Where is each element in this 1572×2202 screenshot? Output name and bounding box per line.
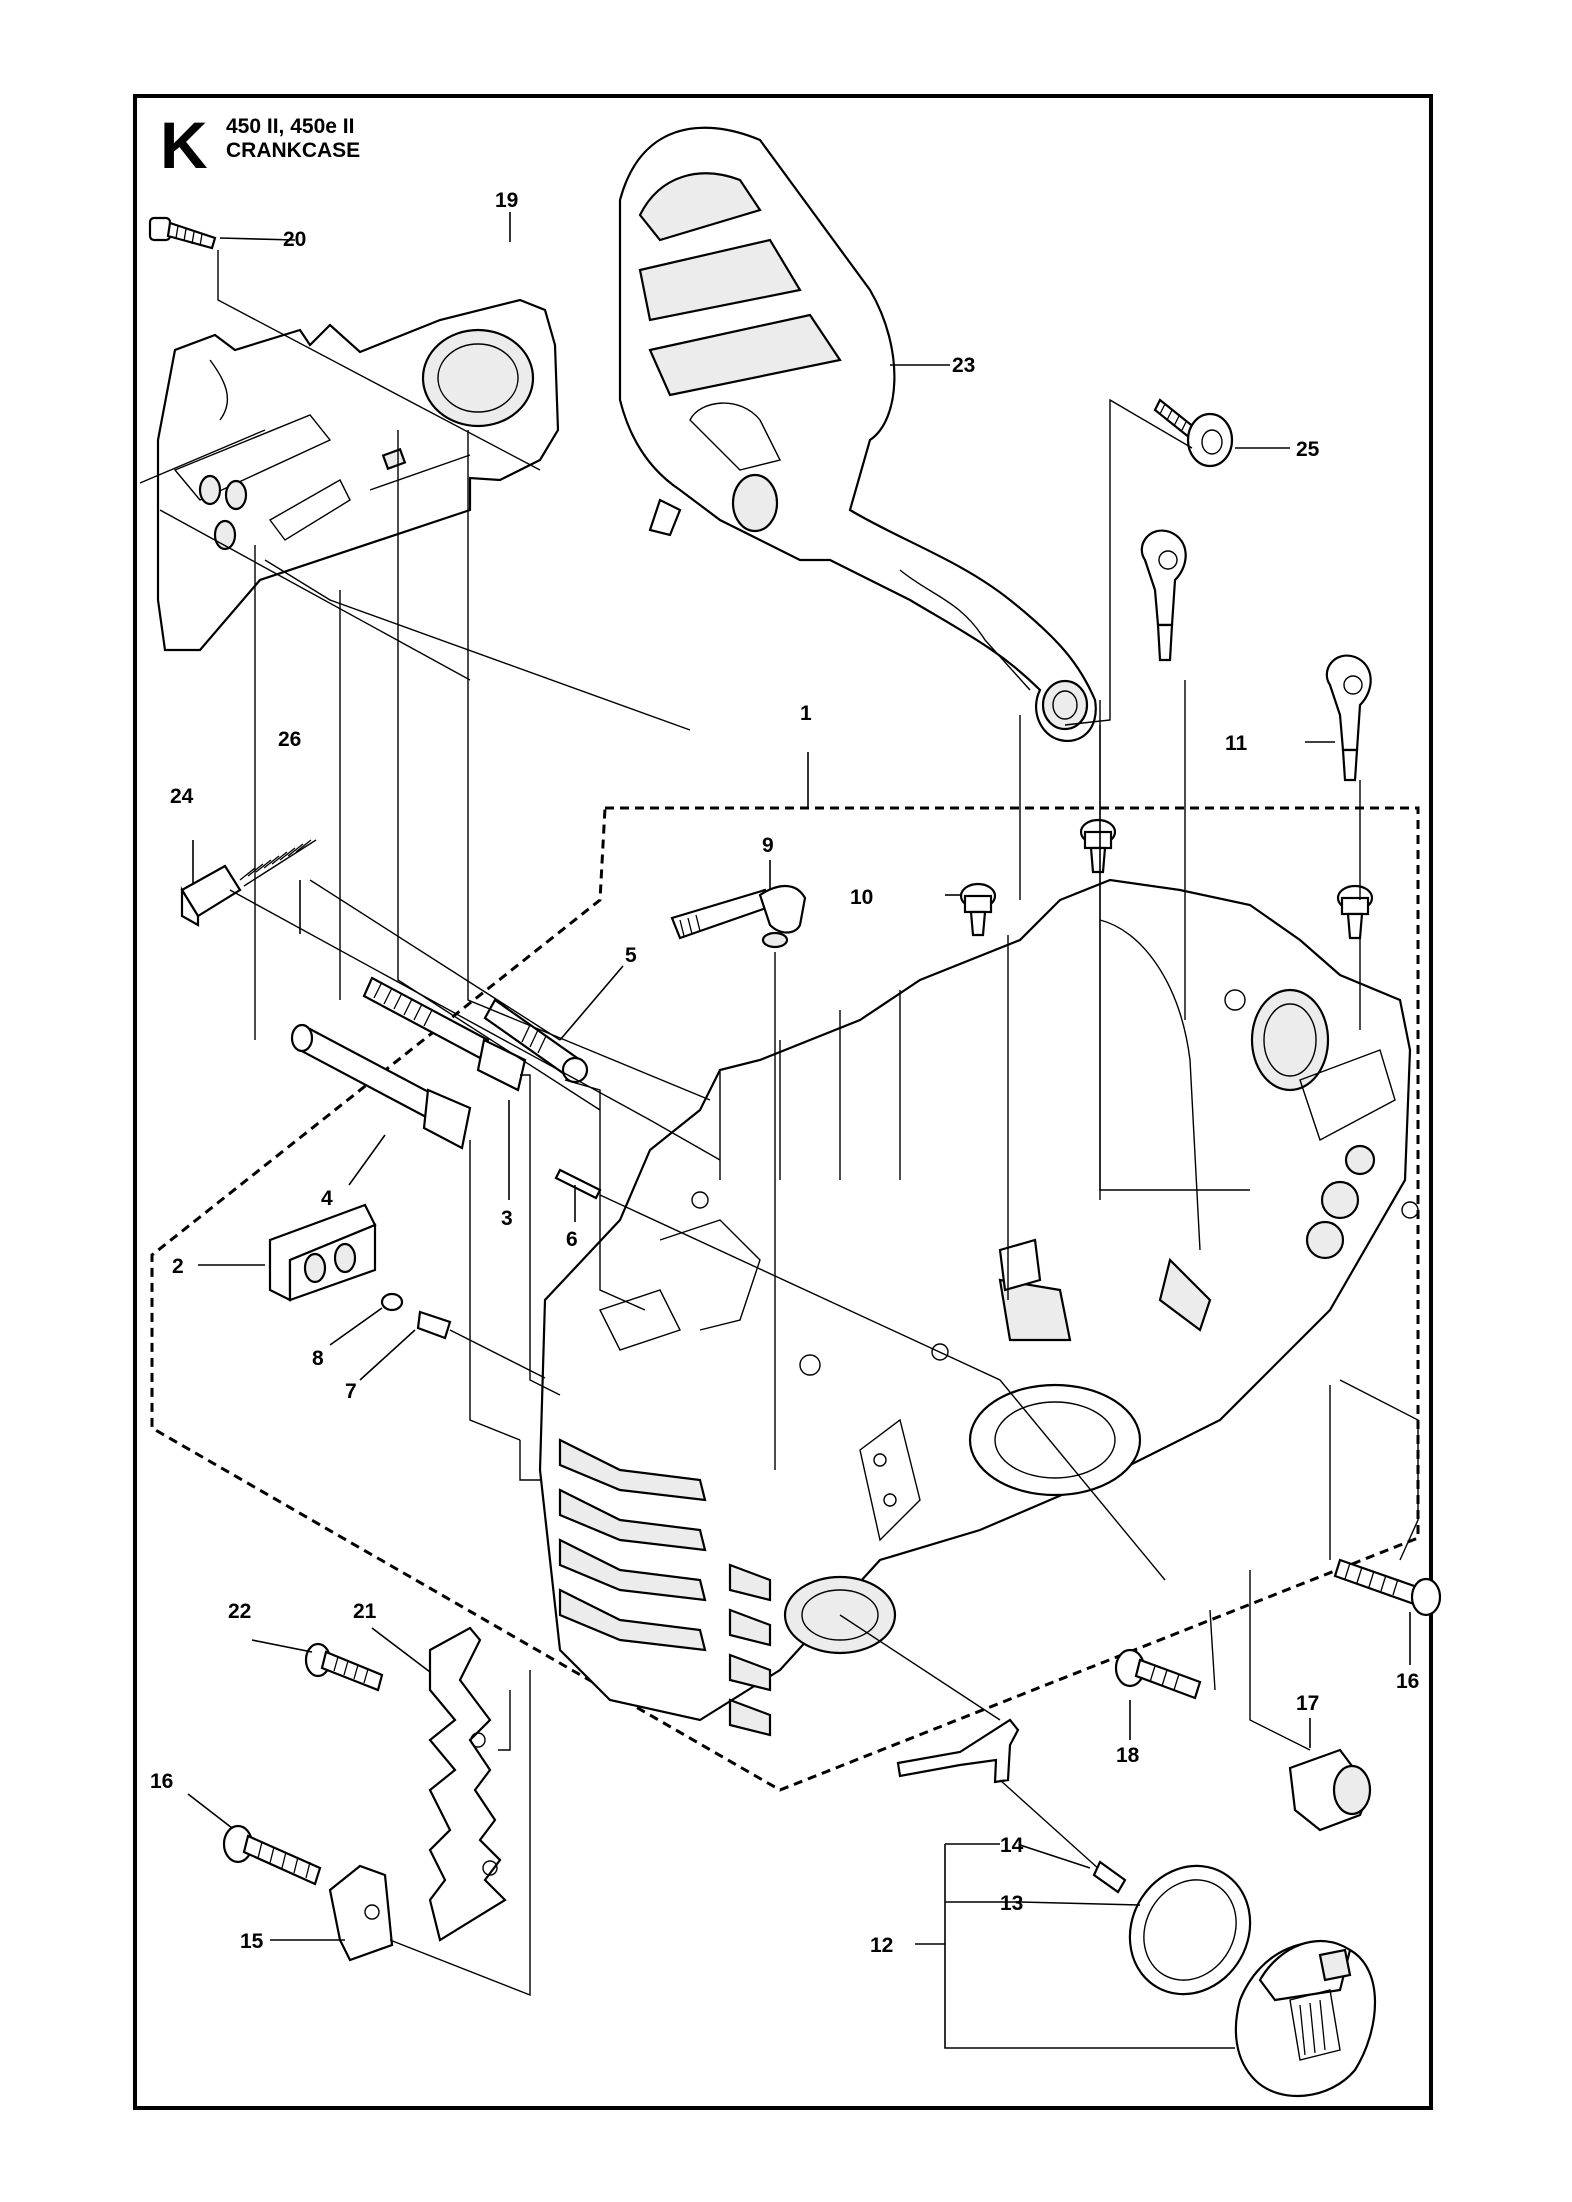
callout-2: 2 [172, 1255, 184, 1278]
part-21-bumper-spike [428, 1626, 507, 1942]
part-16-bolt-left [222, 1824, 322, 1886]
part-13-seal [1128, 1864, 1252, 1996]
callout-25: 25 [1296, 438, 1320, 461]
part-18-bolt [1114, 1648, 1202, 1700]
callout-5: 5 [625, 944, 637, 967]
callout-23: 23 [952, 354, 975, 377]
callout-4: 4 [321, 1187, 333, 1210]
part-8-nut [380, 1292, 404, 1312]
part-16-bolt-right [1333, 1558, 1442, 1617]
part-10-bolt-second [1079, 818, 1117, 874]
part-23-handle-guard [618, 126, 1097, 743]
callout-16-right: 16 [1396, 1670, 1419, 1693]
part-19-side-plate [156, 298, 560, 652]
callout-labels: 1 2 3 4 5 6 7 8 9 10 11 12 13 14 15 16 1… [150, 189, 1419, 1957]
callout-13: 13 [1000, 1892, 1023, 1915]
part-6-dowel [554, 1168, 602, 1200]
callout-19: 19 [495, 189, 518, 212]
part-22-bolt [304, 1642, 384, 1692]
callout-16-left: 16 [150, 1770, 173, 1793]
callout-8: 8 [312, 1347, 324, 1370]
part-4-pin [290, 1023, 472, 1150]
part-15-plate [328, 1864, 394, 1962]
part-14-suction-pipe [896, 1718, 1127, 1894]
part-11-cable-holder-lower [1325, 654, 1372, 782]
part-11-cable-holder-upper [1140, 529, 1187, 662]
callout-14: 14 [1000, 1834, 1024, 1857]
callout-11: 11 [1225, 732, 1248, 755]
callout-20: 20 [283, 228, 306, 251]
part-20-screw [148, 216, 217, 250]
callout-9: 9 [762, 834, 774, 857]
callout-7: 7 [345, 1380, 357, 1403]
callout-6: 6 [566, 1228, 578, 1251]
part-3-stud [362, 976, 527, 1092]
part-10-bolt-third [1336, 884, 1374, 940]
callout-10: 10 [850, 886, 873, 909]
callout-26: 26 [278, 728, 301, 751]
part-12-oil-cap [1234, 1940, 1376, 2098]
part-24-block [180, 864, 242, 927]
callout-15: 15 [240, 1930, 264, 1953]
crankcase-body [538, 878, 1419, 1737]
callout-1: 1 [800, 702, 812, 725]
diagram-frame [133, 94, 1433, 2110]
callout-22: 22 [228, 1600, 251, 1623]
part-17-plug [1288, 1748, 1372, 1832]
model-title: 450 II, 450e II [226, 115, 355, 138]
leader-lines [139, 212, 1419, 2049]
section-title: CRANKCASE [226, 139, 361, 162]
part-10-bolt [959, 882, 997, 937]
callout-12: 12 [870, 1934, 893, 1957]
callout-18: 18 [1116, 1744, 1140, 1767]
callout-24: 24 [170, 785, 194, 808]
part-2-bracket [268, 1203, 377, 1302]
part-26-spring [239, 839, 317, 887]
callout-17: 17 [1296, 1692, 1319, 1715]
part-7-adjusting-screw [416, 1310, 546, 1379]
callout-3: 3 [501, 1207, 513, 1230]
page-letter: K [160, 108, 208, 182]
crankcase-assembly-outline [150, 806, 1420, 1792]
callout-21: 21 [353, 1600, 377, 1623]
part-25-bolt [1153, 398, 1234, 468]
part-9-oil-pickup [670, 884, 807, 949]
